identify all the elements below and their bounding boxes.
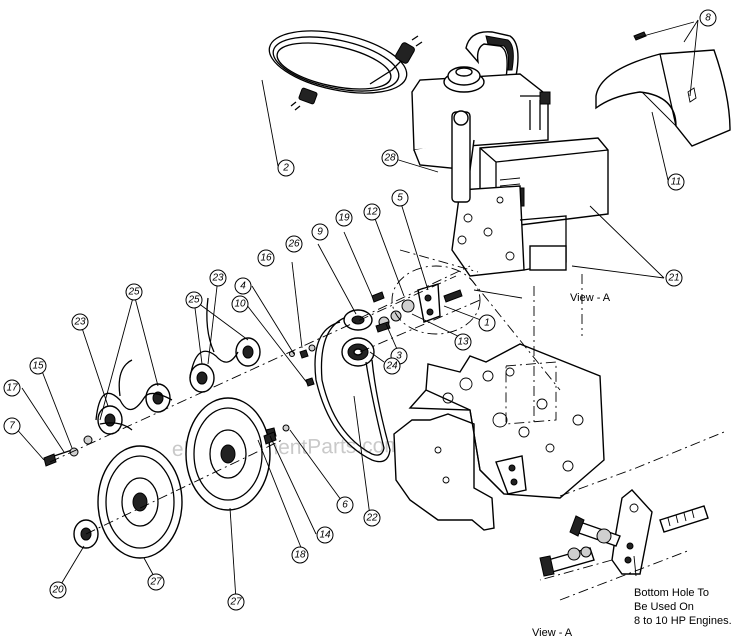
callout-11: 11 (667, 173, 685, 191)
callout-text: 9 (317, 227, 323, 238)
callout-8: 8 (699, 9, 717, 27)
callout-13: 13 (454, 333, 472, 351)
callout-text: 15 (32, 361, 44, 372)
callout-text: 23 (211, 273, 224, 284)
callout-text: 25 (127, 287, 140, 298)
engine-pulley (341, 337, 375, 367)
callout-2: 2 (277, 159, 295, 177)
idler-pulley (343, 309, 391, 333)
callout-text: 8 (705, 13, 711, 24)
callout-text: 25 (187, 295, 200, 306)
callout-27a: 27 (147, 573, 165, 591)
callout-text: 21 (667, 273, 679, 284)
callout-text: 2 (282, 163, 289, 174)
callout-text: 12 (366, 207, 378, 218)
callout-text: 23 (73, 317, 86, 328)
callouts: 1 2 3 4 5 6 7 8 9 10 11 12 13 14 15 16 1… (3, 9, 717, 611)
engine-note-line-3: 8 to 10 HP Engines. (634, 615, 732, 627)
frame-housing (393, 343, 605, 531)
view-a-label-bottom: View - A (532, 627, 573, 639)
callout-21: 21 (665, 269, 683, 287)
callout-text: 13 (457, 337, 469, 348)
callout-27b: 27 (227, 593, 245, 611)
callout-19: 19 (335, 209, 353, 227)
belt-hardware (265, 344, 316, 439)
callout-25b: 25 (185, 291, 203, 309)
engine (411, 31, 609, 277)
callout-text: 5 (397, 193, 403, 204)
drive-belt (314, 317, 391, 463)
view-a-label: View - A (570, 292, 611, 304)
power-cord (268, 30, 423, 111)
callout-26: 26 (285, 235, 303, 253)
callout-14: 14 (316, 526, 334, 544)
callout-15: 15 (29, 357, 47, 375)
idler-bracket-assembly (371, 265, 481, 335)
callout-1: 1 (478, 314, 496, 332)
callout-text: 6 (342, 500, 348, 511)
view-a-bracket (539, 489, 709, 577)
callout-10: 10 (231, 295, 249, 313)
callout-25a: 25 (125, 283, 143, 301)
callout-text: 14 (319, 530, 331, 541)
callout-17: 17 (3, 379, 21, 397)
callout-5: 5 (391, 189, 409, 207)
center-lines (49, 249, 725, 601)
callout-18: 18 (291, 546, 309, 564)
callout-text: 18 (294, 550, 306, 561)
callout-23b: 23 (209, 269, 227, 287)
callout-text: 3 (396, 351, 402, 362)
callout-28: 28 (381, 149, 399, 167)
callout-text: 17 (6, 383, 18, 394)
callout-24: 24 (383, 357, 401, 375)
callout-9: 9 (311, 223, 329, 241)
callout-text: 24 (385, 361, 398, 372)
callout-text: 19 (338, 213, 350, 224)
callout-text: 27 (149, 577, 162, 588)
callout-text: 4 (240, 281, 246, 292)
left-hardware (43, 431, 277, 467)
callout-16: 16 (257, 249, 275, 267)
callout-23a: 23 (71, 313, 89, 331)
callout-text: 28 (383, 153, 396, 164)
callout-text: 16 (260, 253, 272, 264)
callout-12: 12 (363, 203, 381, 221)
engine-note-line-1: Bottom Hole To (634, 587, 709, 599)
callout-text: 11 (671, 177, 681, 188)
callout-7: 7 (3, 417, 21, 435)
callout-20: 20 (49, 581, 67, 599)
engine-note-line-2: Be Used On (634, 601, 694, 613)
callout-text: 20 (51, 585, 64, 596)
shroud (595, 31, 731, 147)
leader-lines (13, 19, 699, 601)
callout-text: 27 (229, 597, 242, 608)
callout-text: 7 (9, 421, 15, 432)
callout-22: 22 (363, 509, 381, 527)
callout-6: 6 (336, 496, 354, 514)
callout-text: 10 (234, 299, 246, 310)
callout-text: 1 (484, 318, 490, 329)
callout-text: 26 (287, 239, 300, 250)
callout-text: 22 (365, 513, 378, 524)
auger-pulleys (95, 297, 261, 435)
callout-4: 4 (234, 277, 252, 295)
